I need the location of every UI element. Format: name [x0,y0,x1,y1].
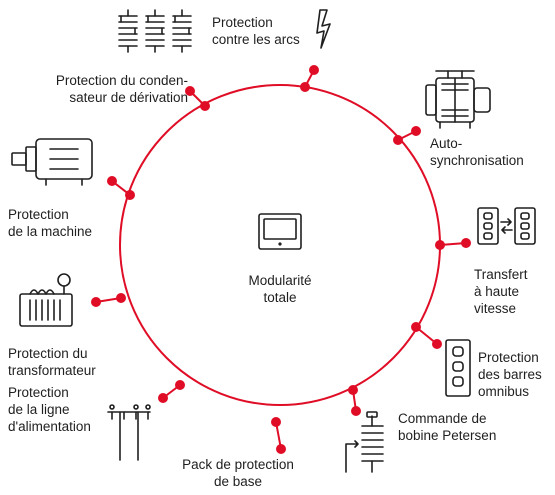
connector-basic [271,417,286,454]
transformer-icon [19,273,73,327]
connector-busbar [411,322,442,349]
connector-capacitor [185,86,210,111]
label-autosync: Auto- synchronisation [430,136,524,168]
label-feeder: Protection de la ligne d'alimentation [8,385,91,434]
label-petersen: Commande de bobine Petersen [398,411,497,443]
label-capacitor: Protection du conden- sateur de dérivati… [55,73,188,105]
petersen-coil-icon [345,411,384,473]
center-label: Modularité totale [248,273,312,305]
transfer-switch-icon [477,207,536,245]
connector-machine [107,176,135,200]
connector-autosync [393,126,421,145]
connector-feeder [158,380,185,403]
label-transformer: Protection du transformateur [8,346,96,378]
lightning-icon [316,9,331,49]
motor-icon [11,138,93,186]
busbar-icon [445,339,471,397]
label-basic: Pack de protection de base [182,457,294,489]
label-transfer: Transfert à haute vitesse [474,267,528,316]
connector-arc [300,65,319,92]
connector-petersen [348,385,361,416]
connector-transfer [435,238,471,250]
label-busbar: Protection des barres omnibus [478,350,542,399]
label-machine: Protection de la machine [8,207,93,239]
feeder-line-icon [107,404,151,461]
display-unit-icon [258,213,302,250]
capacitor-bank-icon [118,9,192,53]
connector-transformer [91,293,126,307]
label-arc: Protection contre les arcs [212,15,300,47]
generator-icon [425,70,491,129]
